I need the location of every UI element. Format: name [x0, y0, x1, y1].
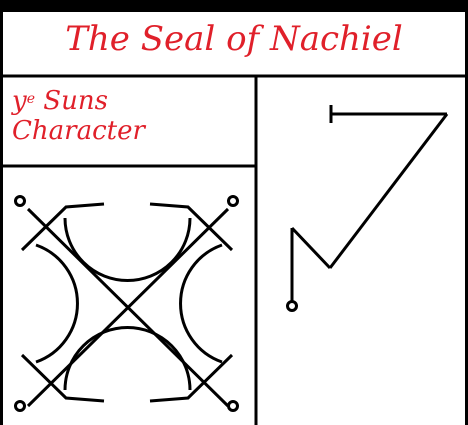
label-line-1: ye Suns: [12, 86, 108, 116]
suns-character-label: ye Suns Character: [12, 86, 252, 146]
seal-symbol: [14, 195, 239, 412]
seal-title: The Seal of Nachiel: [65, 19, 403, 59]
top-border: [0, 0, 468, 12]
suns-character-symbol: [286, 105, 449, 312]
label-line-2: Character: [12, 116, 145, 146]
